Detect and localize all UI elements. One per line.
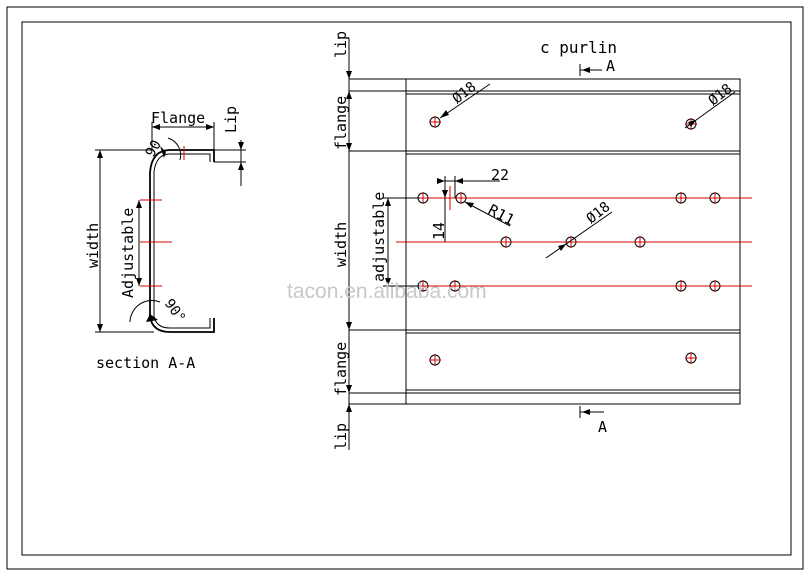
watermark: tacon.en.alibaba.com bbox=[287, 280, 487, 303]
outer-border bbox=[6, 6, 804, 570]
section-labels: Flange Lip width Adjustable 90 90° secti… bbox=[84, 106, 240, 372]
lip-top-label: lip bbox=[332, 31, 350, 58]
width-label-section: width bbox=[84, 223, 102, 268]
hole-diameter-center: Ø18 bbox=[584, 199, 614, 227]
plan-center-lines bbox=[396, 186, 752, 287]
section-label: section A-A bbox=[96, 354, 195, 372]
section-marker-bottom: A bbox=[598, 418, 607, 436]
drawing-title: c purlin bbox=[540, 38, 617, 57]
adjustable-label-section: Adjustable bbox=[119, 208, 137, 298]
plan-labels: c purlin A A lip flange width adjustable… bbox=[332, 31, 735, 450]
angle-top-label: 90 bbox=[143, 137, 165, 160]
section-profile bbox=[140, 146, 215, 333]
plan-holes bbox=[417, 116, 721, 366]
width-label-plan: width bbox=[332, 222, 350, 267]
dimension-22: 22 bbox=[491, 166, 509, 184]
flange-bottom-label: flange bbox=[332, 342, 350, 396]
flange-top-label: flange bbox=[332, 96, 350, 150]
plan-leaders bbox=[439, 83, 736, 259]
flange-label: Flange bbox=[151, 109, 205, 127]
angle-bottom-label: 90° bbox=[161, 296, 189, 326]
hole-diameter-left: Ø18 bbox=[450, 79, 480, 107]
radius-label: R11 bbox=[485, 201, 517, 230]
lip-bottom-label: lip bbox=[332, 423, 350, 450]
dimension-14: 14 bbox=[430, 222, 448, 240]
hole-diameter-right: Ø18 bbox=[706, 81, 736, 109]
adjustable-label-plan: adjustable bbox=[370, 192, 388, 282]
section-marker-top: A bbox=[606, 57, 615, 75]
lip-label-section: Lip bbox=[222, 106, 240, 133]
inner-border bbox=[21, 21, 792, 556]
plan-dimensions bbox=[346, 38, 604, 450]
section-dimensions bbox=[95, 122, 246, 333]
